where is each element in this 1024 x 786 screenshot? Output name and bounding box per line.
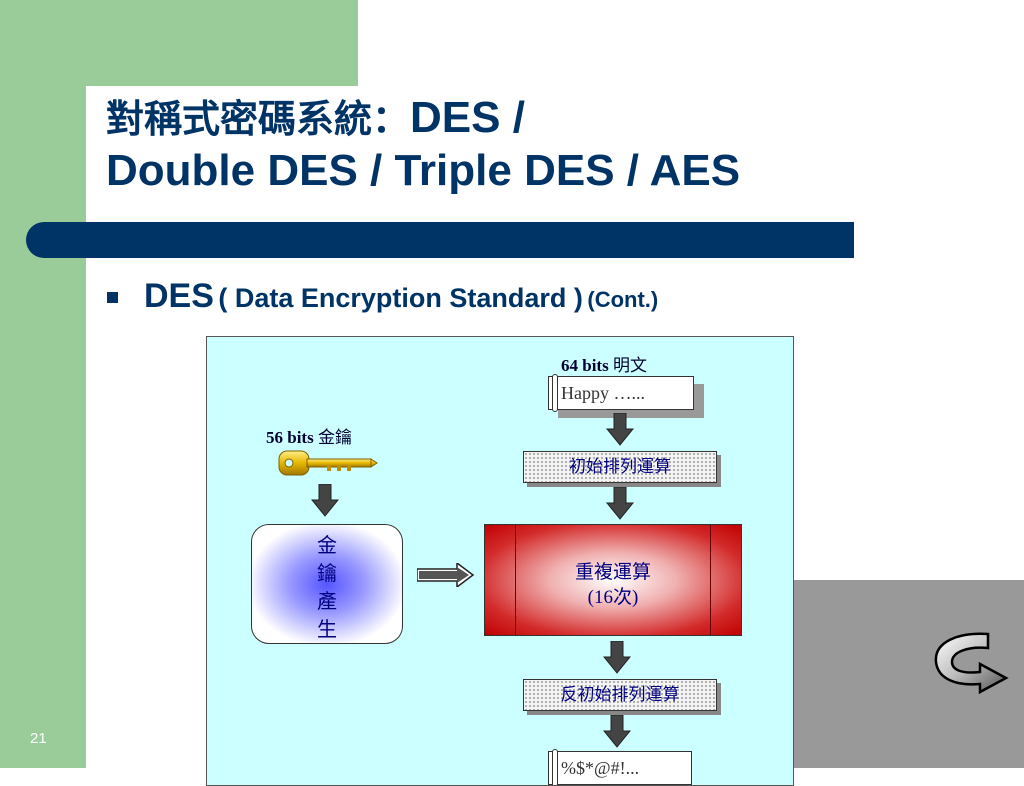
- title-underline-bar: [26, 222, 854, 258]
- arrow-down-icon: [603, 641, 631, 674]
- rounds-label: 重複運算: [574, 561, 651, 583]
- bullet-square-icon: [107, 292, 118, 303]
- key-bits-label: 56 bits 金鑰: [266, 428, 352, 448]
- initial-permutation-box: 初始排列運算: [523, 451, 717, 483]
- key-generation-box: 金 鑰 產 生: [251, 524, 403, 644]
- ciphertext-scroll: %$*@#!...: [548, 749, 692, 785]
- arrow-down-icon: [603, 715, 631, 748]
- title-cjk: 對稱式密碼系統：: [106, 96, 411, 141]
- rounds-count: (16次): [587, 587, 639, 608]
- arrow-down-icon: [606, 487, 634, 520]
- ciphertext-value: %$*@#!...: [561, 758, 640, 778]
- rounds-box: 重複運算 (16次): [484, 524, 742, 636]
- key-icon: [278, 450, 378, 476]
- return-arrow-icon[interactable]: [928, 628, 1010, 698]
- slide-title: 對稱式密碼系統：DES / Double DES / Triple DES / …: [106, 92, 740, 197]
- bullet-cont: (Cont.): [587, 287, 659, 312]
- des-flow-diagram: 64 bits 明文 Happy …... 初始排列運算 56 bits 金鑰: [206, 336, 794, 786]
- arrow-right-icon: [417, 563, 475, 587]
- bullet-main: DES: [144, 277, 214, 315]
- title-line2: Double DES / Triple DES / AES: [106, 146, 741, 195]
- arrow-down-icon: [311, 484, 339, 517]
- page-number: 21: [30, 730, 47, 747]
- plaintext-scroll: Happy …...: [548, 374, 694, 412]
- key-generation-label: 金 鑰 產 生: [317, 533, 337, 641]
- plaintext-value: Happy …...: [561, 383, 645, 403]
- inverse-permutation-box: 反初始排列運算: [523, 679, 717, 711]
- plaintext-bits-label: 64 bits 明文: [561, 356, 647, 376]
- top-green-band: [0, 0, 358, 86]
- left-green-band: [0, 0, 86, 768]
- bullet-paren: ( Data Encryption Standard ): [218, 283, 583, 313]
- arrow-down-icon: [606, 413, 634, 446]
- bullet-text: DES ( Data Encryption Standard ) (Cont.): [144, 277, 658, 316]
- title-line1: DES /: [410, 93, 525, 142]
